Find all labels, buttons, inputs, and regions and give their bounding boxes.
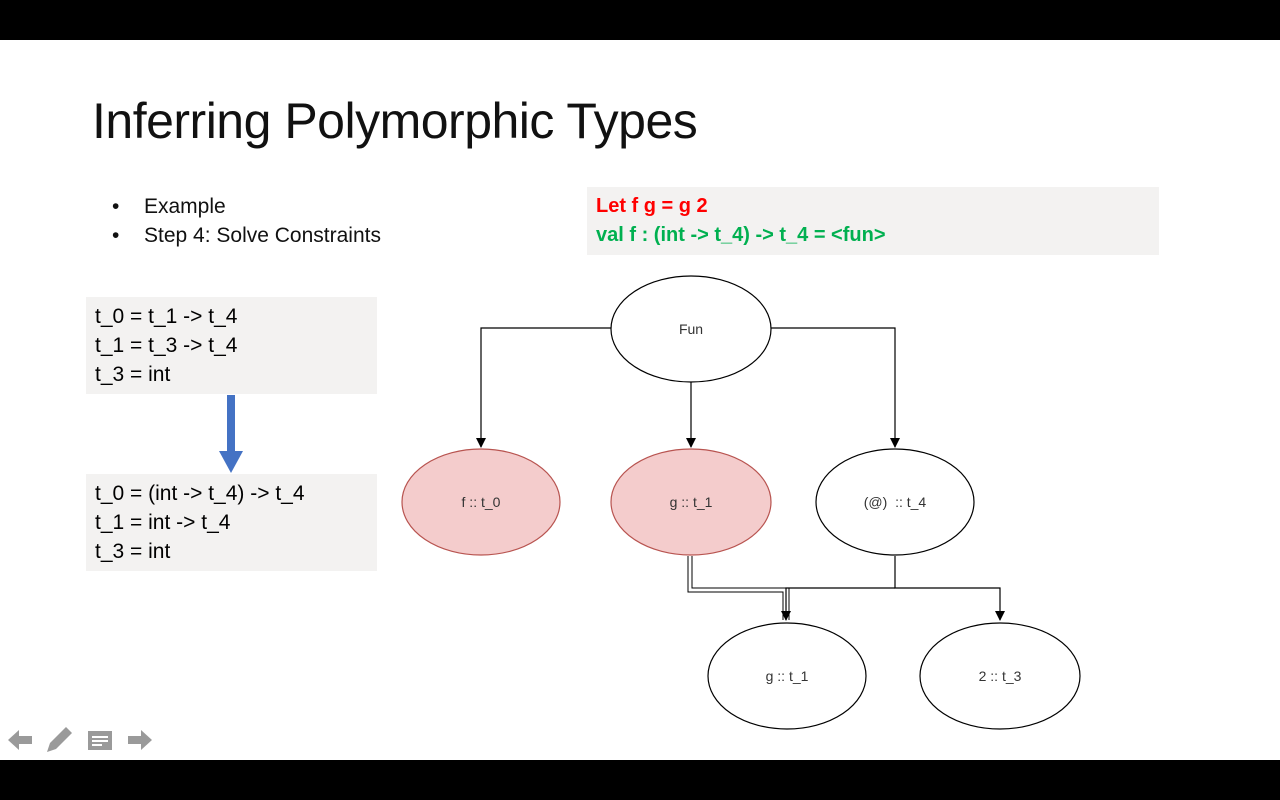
node-param-label: f :: t_0 (462, 494, 501, 510)
constraint-line: t_0 = (int -> t_4) -> t_4 (95, 482, 305, 505)
link-g-to-g (687, 556, 784, 620)
slide: Inferring Polymorphic Types •Example •St… (0, 40, 1280, 760)
constraint-line: t_3 = int (95, 540, 171, 563)
bullet-list: •Example •Step 4: Solve Constraints (112, 192, 381, 250)
link-g-to-g (691, 556, 790, 620)
node-apply-label: (@) :: t_4 (864, 494, 927, 510)
constraints-before-box: t_0 = t_1 -> t_4 t_1 = t_3 -> t_4 t_3 = … (86, 297, 377, 394)
edge-fun-param (476, 327, 611, 448)
forward-arrow-icon[interactable] (128, 730, 152, 750)
slide-title: Inferring Polymorphic Types (92, 93, 698, 149)
code-box: Let f g = g 2 val f : (int -> t_4) -> t_… (587, 187, 1159, 255)
node-body-fn-label: g :: t_1 (670, 494, 713, 510)
notes-icon[interactable] (88, 731, 112, 750)
constraint-line: t_1 = t_3 -> t_4 (95, 334, 238, 357)
bullet-text: Example (144, 195, 226, 218)
bullet-item: •Example (112, 195, 226, 218)
node-apply-fn (707, 622, 867, 730)
down-arrow-shaft (227, 395, 235, 452)
code-line-source: Let f g = g 2 (596, 195, 708, 217)
node-apply-fn-label: g :: t_1 (766, 668, 809, 684)
back-arrow-icon[interactable] (8, 730, 32, 750)
edge-apply-fn (781, 587, 895, 621)
bullet-text: Step 4: Solve Constraints (144, 224, 381, 247)
constraints-after-box: t_0 = (int -> t_4) -> t_4 t_1 = int -> t… (86, 474, 377, 571)
bullet-item: •Step 4: Solve Constraints (112, 224, 381, 247)
node-apply-arg-label: 2 :: t_3 (979, 668, 1022, 684)
pen-icon[interactable] (47, 727, 72, 752)
edge-apply-arg (894, 556, 1005, 621)
down-arrow-head (219, 451, 243, 473)
node-fun-label: Fun (679, 321, 703, 337)
code-line-type: val f : (int -> t_4) -> t_4 = <fun> (596, 224, 886, 246)
node-apply (815, 448, 975, 556)
node-param (401, 448, 561, 556)
node-apply-arg (919, 622, 1081, 730)
edge-fun-apply (771, 327, 900, 448)
constraint-line: t_0 = t_1 -> t_4 (95, 305, 238, 328)
constraint-line: t_3 = int (95, 363, 171, 386)
node-body-fn (610, 448, 772, 556)
constraint-line: t_1 = int -> t_4 (95, 511, 231, 534)
node-fun (610, 275, 772, 383)
